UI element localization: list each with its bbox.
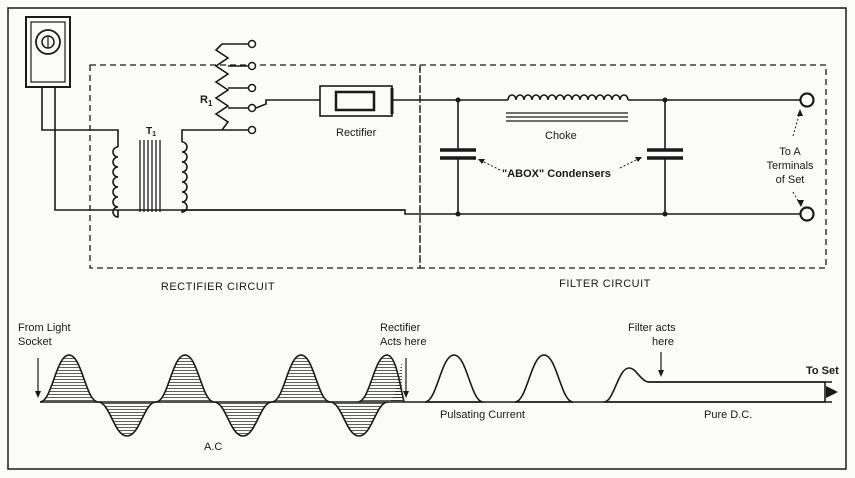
choke-coil (507, 94, 629, 101)
plug-lead-bottom (54, 87, 800, 215)
tap-selector-switch (255, 99, 320, 109)
filter-circuit-box (419, 64, 827, 269)
to-a-label-line2: Terminals (766, 160, 814, 172)
ac-wave-line (39, 354, 389, 437)
last-ac-hump-fill (358, 355, 404, 402)
waveform (39, 354, 838, 437)
rectifier-acts-label-line2: Acts here (380, 336, 426, 348)
resistor-taps (222, 39, 257, 135)
t1-label: T1 (146, 126, 156, 138)
outer-frame (7, 7, 847, 470)
arrowhead (635, 157, 642, 162)
pulse-hump (514, 354, 574, 403)
rectifier-circuit-caption: RECTIFIER CIRCUIT (161, 281, 275, 293)
filter-circuit-caption: FILTER CIRCUIT (559, 278, 651, 290)
ac-label: A.C (204, 441, 222, 453)
condenser-left (440, 100, 476, 214)
r1-label: R1 (200, 94, 213, 108)
pure-dc-label: Pure D.C. (704, 409, 752, 421)
from-light-label-line2: Socket (18, 336, 52, 348)
arrowhead (35, 391, 41, 398)
plug-lead-top (41, 87, 119, 147)
pulse-hump (424, 354, 484, 403)
filter-acts-label-line1: Filter acts (628, 322, 676, 334)
to-set-arrow (826, 386, 838, 398)
choke-core (506, 112, 628, 122)
output-terminal-negative (799, 206, 815, 222)
rectifier-label: Rectifier (336, 127, 377, 139)
to-a-label-line1: To A (779, 146, 801, 158)
transformer-secondary-coil (181, 141, 188, 213)
waveform-pointers (37, 352, 662, 394)
condenser-right (647, 100, 683, 214)
arrowhead (658, 370, 664, 377)
transformer-primary-coil (112, 146, 119, 218)
condensers-label: "ABOX" Condensers (502, 168, 611, 180)
ac-wave-fill (40, 355, 402, 436)
arrowhead (797, 109, 803, 116)
to-set-label: To Set (806, 365, 839, 377)
transformer-core (139, 140, 161, 212)
secondary-top-lead (181, 129, 222, 142)
arrowhead (478, 159, 485, 164)
filter-acts-label-line2: here (652, 336, 674, 348)
arrowhead (403, 391, 409, 398)
to-a-label-line3: of Set (776, 174, 805, 186)
light-socket-plug (25, 16, 71, 88)
output-terminal-positive (799, 92, 815, 108)
filtered-dc-band (603, 367, 826, 403)
rectifier-device (319, 85, 394, 117)
from-light-label-line1: From Light (18, 322, 71, 334)
to-a-pointer-arrows (792, 111, 801, 205)
choke-label: Choke (545, 130, 577, 142)
resistor-r1 (214, 43, 230, 131)
pulsating-label: Pulsating Current (440, 409, 525, 421)
arrowhead (797, 200, 804, 207)
rectifier-acts-label-line1: Rectifier (380, 322, 421, 334)
